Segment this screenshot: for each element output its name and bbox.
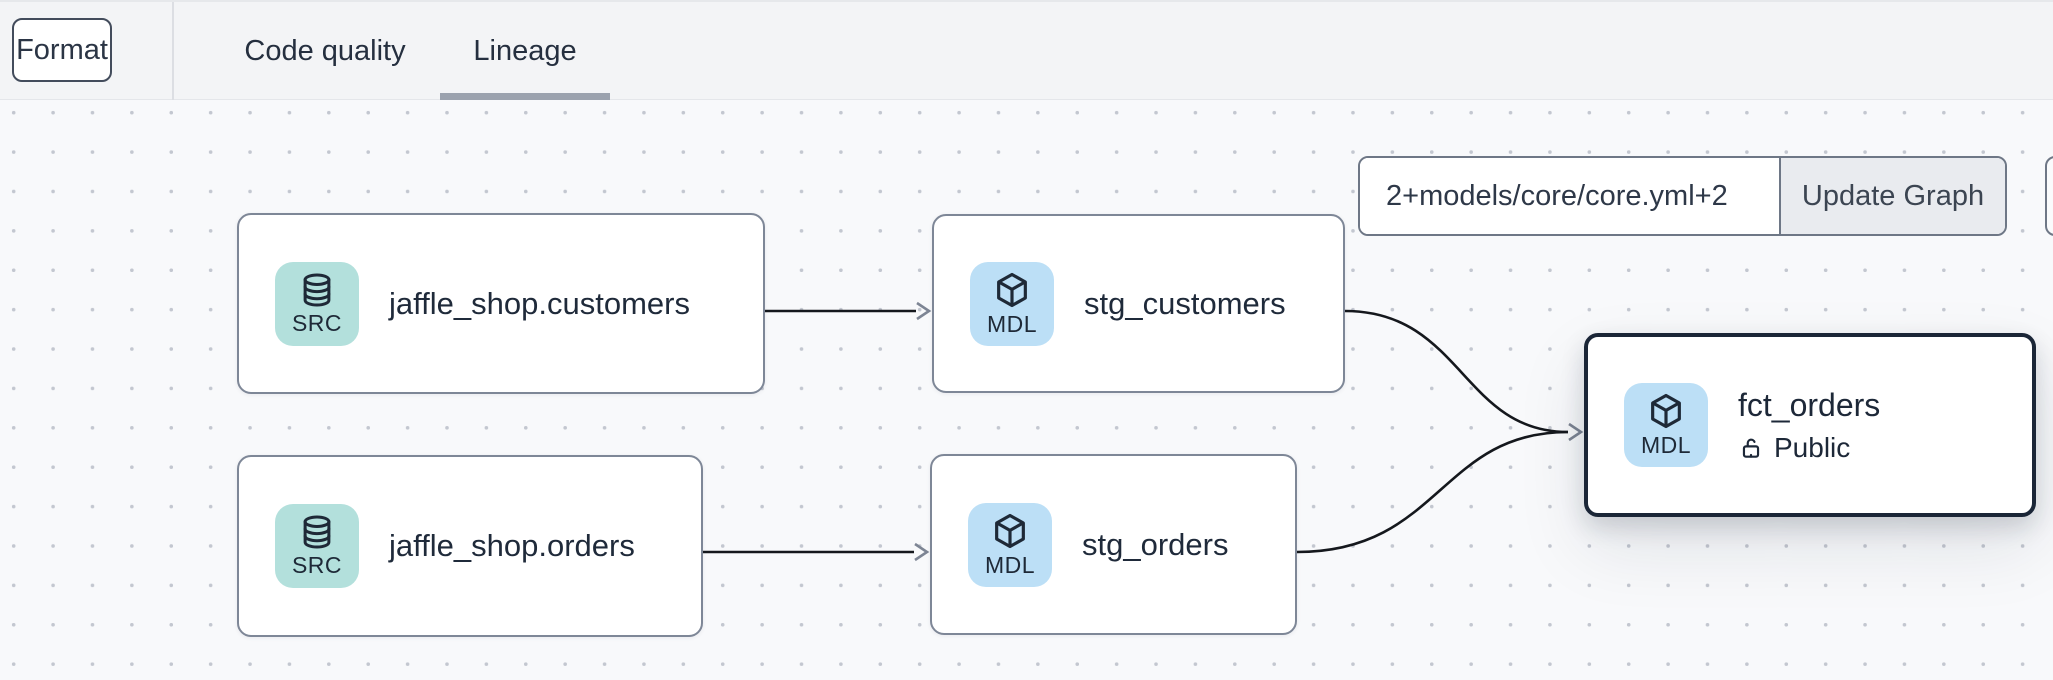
tab-code-quality[interactable]: Code quality xyxy=(230,2,420,100)
graph-selector-control: 2+models/core/core.yml+2 Update Graph xyxy=(1358,156,2007,236)
access-label: Public xyxy=(1774,431,1851,463)
node-label: jaffle_shop.orders xyxy=(389,528,635,563)
toolbar-divider xyxy=(172,2,174,100)
update-graph-button[interactable]: Update Graph xyxy=(1779,158,2005,234)
edge-stg-orders-to-fct-orders xyxy=(1296,430,1569,554)
cropped-right-control[interactable] xyxy=(2045,156,2053,236)
node-label: stg_customers xyxy=(1084,285,1286,321)
tab-lineage-label: Lineage xyxy=(473,34,577,67)
node-jaffle-shop-orders[interactable]: SRC jaffle_shop.orders xyxy=(237,455,703,637)
badge-label: MDL xyxy=(984,551,1036,578)
badge-label: SRC xyxy=(291,552,343,578)
arrowhead-icon xyxy=(914,542,930,562)
model-type-badge: MDL xyxy=(970,261,1054,346)
format-button[interactable]: Format xyxy=(12,18,112,82)
active-tab-indicator xyxy=(440,93,610,100)
node-stg-customers[interactable]: MDL stg_customers xyxy=(932,214,1345,393)
database-icon xyxy=(303,272,331,307)
tab-code-quality-label: Code quality xyxy=(244,34,406,67)
edge-stg-customers-to-fct-orders xyxy=(1344,309,1569,434)
source-type-badge: SRC xyxy=(275,504,359,588)
node-text: fct_orders Public xyxy=(1738,387,1880,464)
model-type-badge: MDL xyxy=(968,502,1052,587)
toolbar: Format Code quality Lineage xyxy=(0,0,2053,100)
arrowhead-icon xyxy=(1568,422,1584,442)
database-icon xyxy=(303,515,331,549)
tab-lineage[interactable]: Lineage xyxy=(440,2,610,100)
unlock-icon xyxy=(1742,438,1760,458)
node-label: stg_orders xyxy=(1082,526,1229,562)
badge-label: MDL xyxy=(1640,432,1692,458)
model-type-badge: MDL xyxy=(1624,383,1708,467)
cube-icon xyxy=(997,272,1027,307)
node-label: jaffle_shop.customers xyxy=(389,285,690,321)
badge-label: MDL xyxy=(986,310,1038,337)
node-fct-orders[interactable]: MDL fct_orders Public xyxy=(1584,333,2036,517)
node-label: fct_orders xyxy=(1738,386,1881,423)
source-type-badge: SRC xyxy=(275,261,359,346)
selector-input[interactable]: 2+models/core/core.yml+2 xyxy=(1360,158,1779,234)
cube-icon xyxy=(995,513,1025,548)
badge-label: SRC xyxy=(291,309,343,336)
lineage-canvas[interactable]: SRC jaffle_shop.customers MDL stg_custom… xyxy=(0,100,2053,680)
access-row: Public xyxy=(1738,432,1880,464)
node-jaffle-shop-customers[interactable]: SRC jaffle_shop.customers xyxy=(237,213,765,394)
node-stg-orders[interactable]: MDL stg_orders xyxy=(930,454,1297,635)
arrowhead-icon xyxy=(916,301,932,321)
cube-icon xyxy=(1651,393,1681,429)
